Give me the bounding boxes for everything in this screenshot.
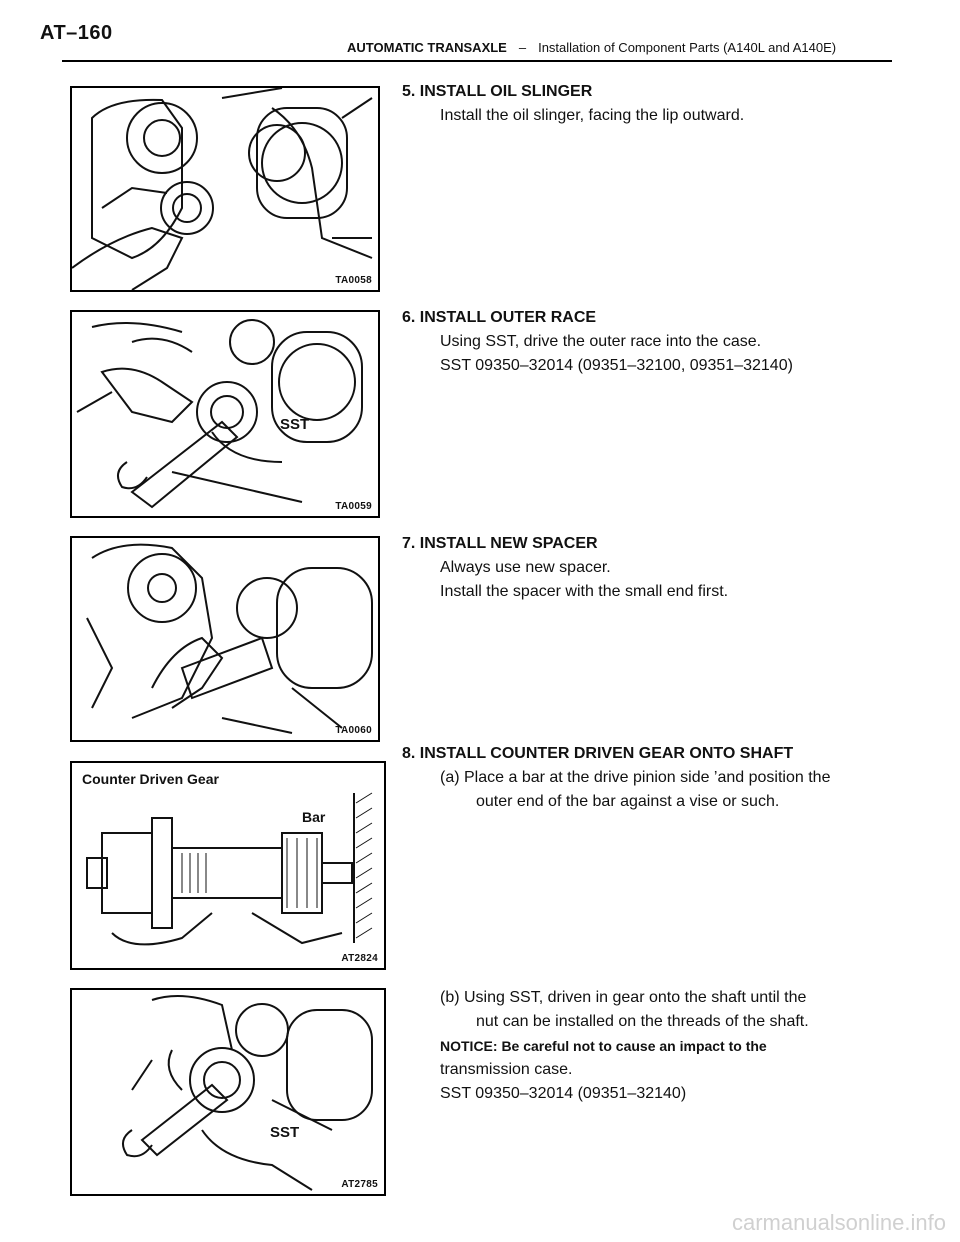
step-8-title: 8. INSTALL COUNTER DRIVEN GEAR ONTO SHAF…	[402, 745, 794, 762]
counter-driven-gear-illustration	[86, 792, 373, 946]
figure-code: TA0060	[335, 725, 372, 736]
page-code: AT–160	[40, 22, 113, 44]
counter-driven-gear-label: Counter Driven Gear	[82, 771, 219, 787]
running-header: AUTOMATIC TRANSAXLE–Installation of Comp…	[347, 40, 836, 55]
step-6-line: Using SST, drive the outer race into the…	[440, 333, 762, 350]
step-8: 8. INSTALL COUNTER DRIVEN GEAR ONTO SHAF…	[402, 742, 830, 814]
header-section: AUTOMATIC TRANSAXLE	[347, 40, 507, 55]
figure-code: AT2785	[341, 1179, 378, 1190]
figure-new-spacer: TA0060	[70, 536, 380, 742]
step-8b-line: nut can be installed on the threads of t…	[476, 1013, 809, 1030]
figure-counter-driven-gear: Counter Driven Gear Bar AT2824	[70, 761, 386, 970]
figure-drive-gear-sst: SST AT2785	[70, 988, 386, 1196]
step-7: 7. INSTALL NEW SPACER Always use new spa…	[402, 532, 728, 604]
oil-slinger-illustration	[72, 88, 373, 290]
step-8a-line: (a) Place a bar at the drive pinion side…	[440, 769, 831, 786]
header-rule	[62, 60, 892, 62]
notice-continuation: transmission case.	[440, 1061, 573, 1078]
step-5: 5. INSTALL OIL SLINGER Install the oil s…	[402, 80, 744, 128]
figure-code: TA0059	[335, 501, 372, 512]
header-subsection: Installation of Component Parts (A140L a…	[538, 40, 837, 55]
step-6-title: 6. INSTALL OUTER RACE	[402, 309, 597, 326]
notice-text: NOTICE: Be careful not to cause an impac…	[440, 1038, 767, 1054]
watermark: carmanualsonline.info	[731, 1210, 946, 1235]
figure-code: AT2824	[341, 953, 378, 964]
step-7-title: 7. INSTALL NEW SPACER	[402, 535, 598, 552]
drive-gear-sst-illustration	[122, 995, 373, 1191]
step-7-line: Install the spacer with the small end fi…	[440, 583, 729, 600]
step-6: 6. INSTALL OUTER RACE Using SST, drive t…	[402, 306, 793, 378]
step-5-line: Install the oil slinger, facing the lip …	[440, 107, 745, 124]
figure-oil-slinger: TA0058	[70, 86, 380, 292]
step-8b-line: (b) Using SST, driven in gear onto the s…	[440, 989, 807, 1006]
step-8b-sst: SST 09350–32014 (09351–32140)	[440, 1085, 687, 1102]
step-8b: (b) Using SST, driven in gear onto the s…	[440, 986, 809, 1106]
header-separator: –	[518, 40, 527, 55]
step-7-line: Always use new spacer.	[440, 559, 611, 576]
new-spacer-illustration	[86, 543, 373, 734]
step-6-sst: SST 09350–32014 (09351–32100, 09351–3214…	[440, 357, 793, 374]
bar-label: Bar	[302, 809, 326, 825]
sst-label: SST	[270, 1124, 300, 1141]
step-5-title: 5. INSTALL OIL SLINGER	[402, 83, 593, 100]
figure-outer-race: SST TA0059	[70, 310, 380, 518]
figure-code: TA0058	[335, 275, 372, 286]
outer-race-illustration	[76, 319, 363, 509]
step-8a-line: outer end of the bar against a vise or s…	[476, 793, 780, 810]
sst-label: SST	[280, 416, 310, 433]
